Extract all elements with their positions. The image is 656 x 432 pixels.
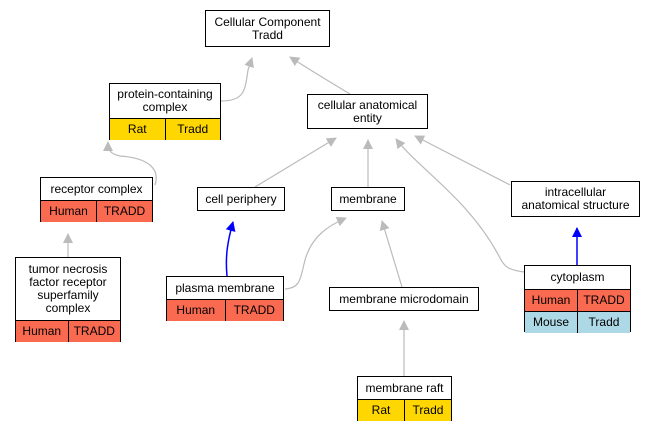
node-label-line: anatomical structure — [521, 198, 630, 212]
node-label-line: plasma membrane — [175, 280, 275, 295]
edge-ias-cae — [414, 135, 511, 186]
node-label: plasma membrane — [167, 277, 283, 299]
gene-cell: Tradd — [404, 400, 451, 421]
node-label-line: intracellular — [544, 185, 607, 199]
node-label-line: cytoplasm — [550, 270, 605, 284]
node-cp[interactable]: cell periphery — [197, 187, 285, 211]
edge-mmd-mem — [379, 220, 403, 288]
node-mem[interactable]: membrane — [331, 187, 405, 211]
node-label-line: membrane — [339, 191, 397, 206]
gene-cell: TRADD — [577, 290, 630, 311]
node-label-line: Cellular Component — [214, 14, 321, 29]
gene-cell: Tradd — [577, 312, 630, 333]
node-label: cytoplasm — [525, 266, 630, 289]
gene-cell: TRADD — [67, 321, 120, 342]
node-label-line: tumor necrosis — [28, 262, 108, 276]
node-label-line: factor receptor — [29, 275, 107, 289]
edge-pm-cp — [225, 221, 236, 277]
edge-pm-mem — [284, 217, 347, 290]
node-label-line: membrane raft — [365, 380, 444, 395]
node-label: receptor complex — [41, 178, 152, 200]
node-label-line: superfamily — [37, 288, 99, 302]
node-label-line: entity — [353, 110, 382, 125]
node-label: membrane raft — [358, 377, 451, 399]
node-mmd[interactable]: membrane microdomain — [329, 287, 479, 311]
node-label-line: complex — [45, 301, 91, 315]
edge-cae-root — [289, 56, 351, 95]
edge-cp-cae — [254, 137, 337, 188]
node-label-line: receptor complex — [50, 181, 143, 196]
gene-cell: TRADD — [96, 201, 152, 222]
species-cell: Rat — [358, 400, 404, 421]
species-cell: Human — [16, 321, 68, 342]
species-cell: Rat — [110, 119, 165, 140]
node-label-line: protein-containing — [117, 87, 213, 101]
node-label-line: cellular anatomical — [317, 97, 418, 112]
edge-cyto-cae — [395, 138, 525, 273]
species-cell: Human — [41, 201, 96, 222]
edge-rc-pcc — [103, 141, 157, 186]
node-label-line: membrane microdomain — [339, 291, 469, 306]
species-cell: Mouse — [525, 312, 577, 333]
node-label-line: complex — [142, 100, 188, 114]
node-label-line: cell periphery — [205, 191, 277, 206]
node-label: membrane microdomain — [330, 288, 478, 310]
gene-cell: Tradd — [164, 119, 220, 140]
node-label: membrane — [332, 188, 404, 210]
edge-pcc-root — [220, 57, 254, 102]
species-cell: Human — [167, 300, 225, 321]
species-cell: Human — [525, 290, 577, 311]
gene-cell: TRADD — [224, 300, 283, 321]
node-label: cell periphery — [198, 188, 284, 210]
node-label-line: Tradd — [252, 27, 283, 42]
